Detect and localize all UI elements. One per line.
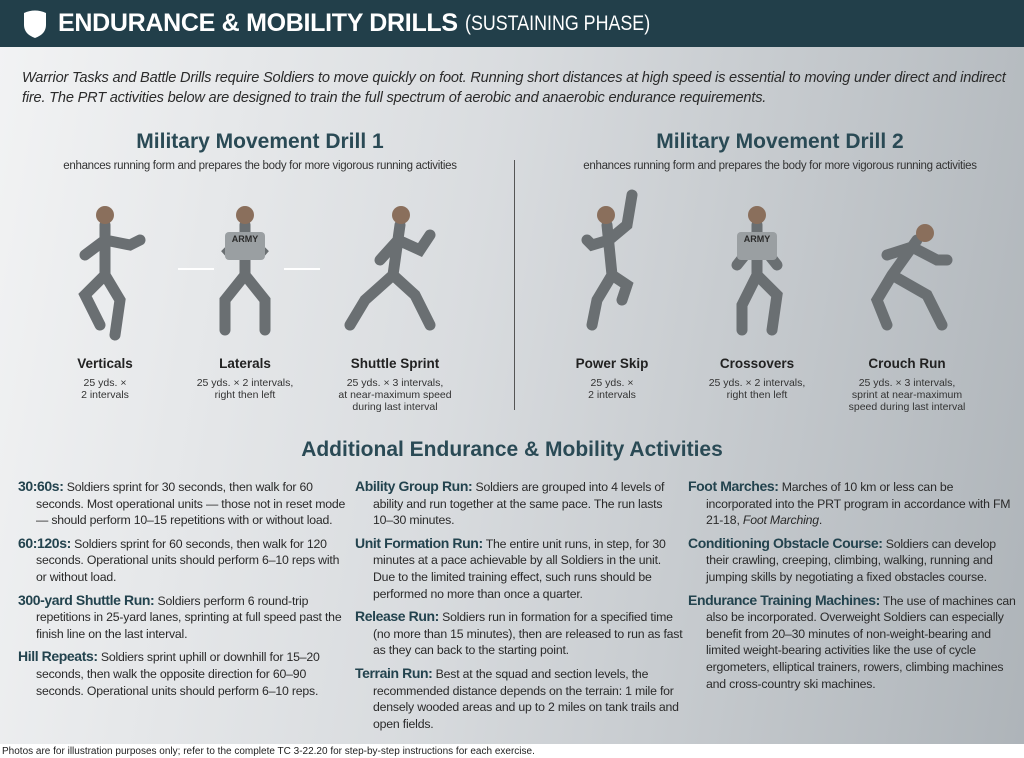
detail-line: at near-maximum speed (338, 389, 452, 401)
exercise-name: Laterals (219, 356, 271, 371)
activity-desc: Soldiers can develop their crawling, cre… (706, 536, 996, 584)
activity-desc: Soldiers perform 6 round-trip repetition… (36, 593, 342, 641)
detail-line: 2 intervals (588, 389, 636, 401)
left-arrow-icon (178, 268, 214, 270)
right-arrow-icon (284, 268, 320, 270)
drill-subtitle: enhances running form and prepares the b… (583, 160, 977, 172)
exercise-0: Verticals 25 yds. ×2 intervals (30, 356, 180, 401)
activity-desc: Best at the squad and section levels, th… (373, 666, 679, 731)
activity-name: Release Run: (355, 608, 439, 625)
activity-item: Foot Marches: Marches of 10 km or less c… (688, 478, 1018, 529)
detail-line: 25 yds. × 3 intervals, (858, 377, 956, 389)
activity-desc: Soldiers sprint for 30 seconds, then wal… (36, 480, 346, 528)
exercise-name: Power Skip (575, 356, 649, 371)
activity-item: 300-yard Shuttle Run: Soldiers perform 6… (18, 592, 348, 643)
header-bar: ENDURANCE & MOBILITY DRILLS (SUSTAINING … (0, 0, 1024, 47)
exercise-detail: 25 yds. ×2 intervals (537, 377, 687, 401)
activity-item: Hill Repeats: Soldiers sprint uphill or … (18, 648, 348, 699)
activity-name: Conditioning Obstacle Course: (688, 534, 883, 551)
punct: . (818, 513, 823, 528)
exercise-name: Crossovers (719, 356, 795, 371)
exercise-2: Crouch Run 25 yds. × 3 intervals,sprint a… (832, 356, 982, 413)
shirt-lettering: ARMY (737, 232, 777, 260)
activity-item: 30:60s: Soldiers sprint for 30 seconds, … (18, 478, 348, 529)
divider (514, 160, 515, 410)
activity-name: Foot Marches: (688, 478, 779, 494)
detail-line: 25 yds. × (83, 377, 127, 389)
exercise-1: Laterals 25 yds. × 2 intervals,right then… (170, 356, 320, 401)
activity-item: 60:120s: Soldiers sprint for 60 seconds,… (18, 535, 348, 586)
activity-desc: Marches of 10 km or less can be incorpor… (706, 480, 1011, 528)
detail-line: speed during last interval (848, 401, 966, 413)
section-title: Additional Endurance & Mobility Activiti… (301, 438, 723, 461)
drill-1-header: Military Movement Drill 1 enhances runni… (10, 130, 510, 172)
soldier-figure-power-skip (581, 189, 638, 331)
detail-line: 25 yds. × (590, 377, 634, 389)
activity-name: Terrain Run: (355, 664, 433, 681)
activity-desc: Soldiers run in formation for a specifie… (373, 610, 683, 658)
exercise-2: Shuttle Sprint 25 yds. × 3 intervals,at n… (320, 356, 470, 413)
drill-subtitle: enhances running form and prepares the b… (63, 160, 457, 172)
activity-desc: Soldiers are grouped into 4 levels of ab… (373, 480, 665, 528)
page-subtitle: (SUSTAINING PHASE) (464, 11, 650, 35)
intro-text: Warrior Tasks and Battle Drills require … (22, 70, 1006, 106)
detail-line: right then left (214, 389, 276, 401)
exercise-name: Crouch Run (868, 356, 946, 371)
drill-title: Military Movement Drill 1 (136, 130, 384, 153)
detail-line: 25 yds. × 2 intervals, (196, 377, 294, 389)
exercise-name: Shuttle Sprint (350, 356, 440, 371)
soldier-figure-crossovers (731, 206, 783, 336)
exercise-1: Crossovers 25 yds. × 2 intervals,right th… (682, 356, 832, 401)
detail-line: right then left (726, 389, 788, 401)
exercise-detail: 25 yds. × 2 intervals,right then left (170, 377, 320, 401)
activity-name: Unit Formation Run: (355, 534, 483, 551)
activity-item: Ability Group Run: Soldiers are grouped … (355, 478, 683, 529)
exercise-detail: 25 yds. × 3 intervals,at near-maximum sp… (320, 377, 470, 413)
detail-line: 2 intervals (81, 389, 129, 401)
detail-line: sprint at near-maximum (851, 389, 963, 401)
exercise-detail: 25 yds. × 3 intervals,sprint at near-max… (832, 377, 982, 413)
activity-name: Ability Group Run: (355, 478, 473, 494)
activity-name: 30:60s: (18, 478, 64, 494)
exercise-detail: 25 yds. × 2 intervals,right then left (682, 377, 832, 401)
activity-name: Hill Repeats: (18, 648, 98, 665)
activity-desc: Soldiers sprint for 60 seconds, then wal… (36, 536, 340, 584)
activity-name: 300-yard Shuttle Run: (18, 591, 155, 608)
activities-column-1: 30:60s: Soldiers sprint for 30 seconds, … (18, 478, 348, 705)
shield-icon (24, 10, 46, 38)
activity-item: Endurance Training Machines: The use of … (688, 592, 1018, 693)
activity-ref: Foot Marching (742, 513, 819, 528)
exercise-0: Power Skip 25 yds. ×2 intervals (537, 356, 687, 401)
drill-2-header: Military Movement Drill 2 enhances runni… (530, 130, 1024, 172)
activity-item: Conditioning Obstacle Course: Soldiers c… (688, 535, 1018, 586)
activities-column-3: Foot Marches: Marches of 10 km or less c… (688, 478, 1018, 698)
page-title: ENDURANCE & MOBILITY DRILLS (58, 9, 458, 37)
detail-line: 25 yds. × 3 intervals, (346, 377, 444, 389)
shirt-lettering: ARMY (225, 232, 265, 260)
activities-column-2: Ability Group Run: Soldiers are grouped … (355, 478, 683, 738)
activity-desc: Soldiers sprint uphill or downhill for 1… (36, 650, 320, 698)
activity-name: Endurance Training Machines: (688, 591, 880, 608)
soldier-figure-crouch-run (870, 224, 953, 331)
detail-line: 25 yds. × 2 intervals, (708, 377, 806, 389)
exercise-detail: 25 yds. ×2 intervals (30, 377, 180, 401)
soldier-figure-verticals (78, 206, 146, 341)
drill-title: Military Movement Drill 2 (656, 130, 904, 153)
soldier-figure-laterals (219, 206, 271, 336)
activity-desc: The use of machines can also be incorpor… (706, 593, 1016, 691)
activity-desc: The entire unit runs, in step, for 30 mi… (373, 536, 666, 601)
detail-line: during last interval (352, 401, 438, 413)
activity-item: Unit Formation Run: The entire unit runs… (355, 535, 683, 602)
activity-item: Terrain Run: Best at the squad and secti… (355, 665, 683, 732)
activity-name: 60:120s: (18, 534, 71, 551)
footer-note: Photos are for illustration purposes onl… (2, 746, 535, 757)
exercise-name: Verticals (77, 356, 133, 371)
activity-item: Release Run: Soldiers run in formation f… (355, 608, 683, 659)
soldier-figure-shuttle-sprint (344, 206, 436, 331)
